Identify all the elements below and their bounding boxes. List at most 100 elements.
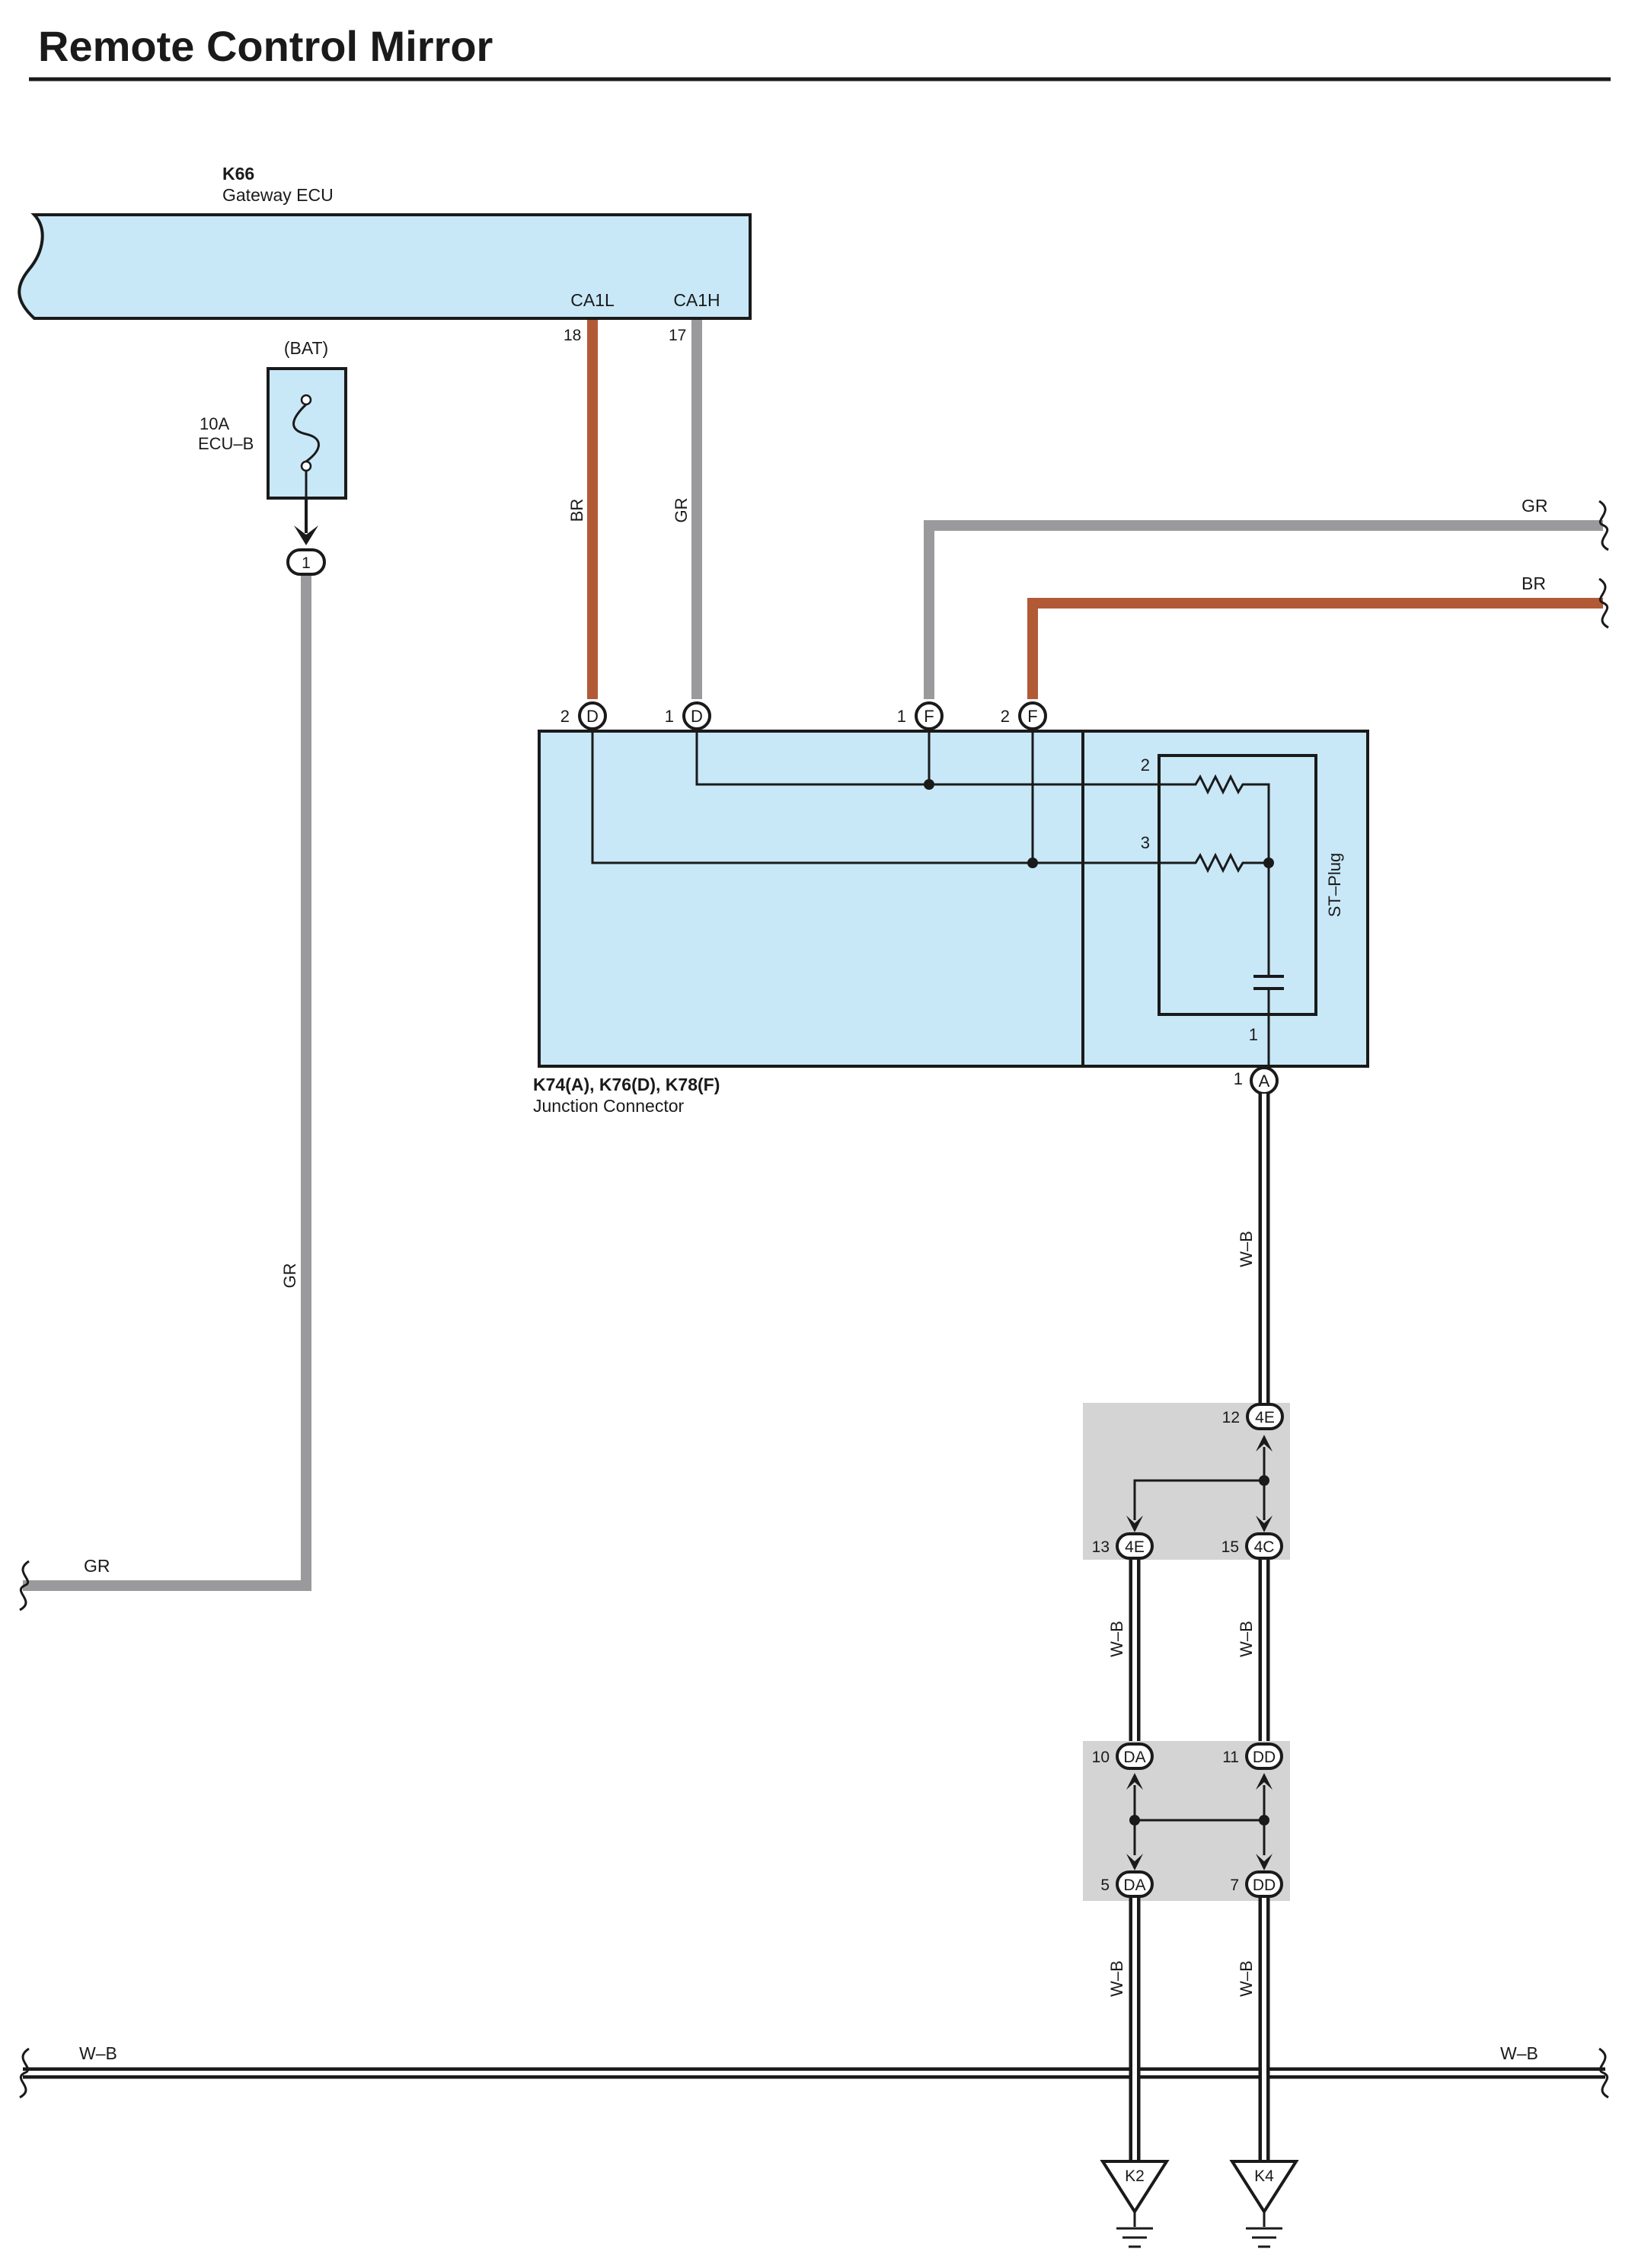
st-plug-pin-1: 1 xyxy=(1249,1025,1258,1044)
junction-pin-1-a: A 1 xyxy=(1234,1066,1279,1095)
arrow-down-icon xyxy=(1126,1854,1143,1870)
ecu-pin-ca1h: CA1H xyxy=(673,290,720,310)
junction-internal-wiring xyxy=(591,729,1270,1066)
junction-code: K74(A), K76(D), K78(F) xyxy=(533,1075,720,1094)
wire-label-wb-main: W–B xyxy=(1237,1231,1256,1267)
wire-br-right xyxy=(1027,598,1603,699)
fuse-connector-pin: 1 xyxy=(302,554,311,572)
junction-pin-1-f: F 1 xyxy=(897,701,944,730)
splice-dot xyxy=(1027,858,1038,868)
svg-text:DA: DA xyxy=(1123,1877,1145,1894)
fuse-source: (BAT) xyxy=(284,338,328,358)
wire-label-wb-ground-right: W–B xyxy=(1237,1960,1256,1997)
gateway-ecu-box xyxy=(18,213,752,320)
page-title: Remote Control Mirror xyxy=(38,22,493,70)
junction-pin-2-d: D 2 xyxy=(560,701,607,730)
connector-da-top: DA 10 xyxy=(1092,1743,1154,1770)
wire-gr-fuse xyxy=(23,573,311,1591)
arrow-down-icon xyxy=(1126,1516,1143,1532)
svg-text:F: F xyxy=(924,707,934,726)
arrow-up-icon xyxy=(1256,1773,1273,1790)
wire-label-wb-ground-left: W–B xyxy=(1107,1960,1126,1997)
break-mark-wb-right xyxy=(1598,2047,1609,2099)
svg-text:DA: DA xyxy=(1123,1749,1145,1766)
svg-text:2: 2 xyxy=(1001,707,1010,726)
connector-4e-bottom: 4E 13 xyxy=(1092,1532,1154,1560)
connector-4e-top: 4E 12 xyxy=(1222,1403,1284,1430)
svg-text:4E: 4E xyxy=(1125,1538,1145,1556)
svg-text:D: D xyxy=(691,707,703,726)
connector-dd-top: DD 11 xyxy=(1222,1743,1283,1770)
svg-text:11: 11 xyxy=(1222,1749,1239,1766)
splice-dot xyxy=(1259,1475,1269,1486)
wire-label-br-right: BR xyxy=(1522,573,1546,593)
svg-text:F: F xyxy=(1027,707,1037,726)
svg-text:1: 1 xyxy=(665,707,674,726)
wire-gr-right xyxy=(924,520,1603,699)
wire-label-wb-right-mid: W–B xyxy=(1237,1621,1256,1657)
svg-text:DD: DD xyxy=(1253,1749,1276,1766)
ecu-pin-num-18: 18 xyxy=(564,327,581,344)
st-plug-pin-2: 2 xyxy=(1141,755,1150,775)
fuse-connector xyxy=(286,548,326,576)
junction-connector-box xyxy=(538,730,1369,1068)
ground-label-k4: K4 xyxy=(1254,2167,1274,2185)
svg-text:4E: 4E xyxy=(1255,1409,1275,1426)
fuse-terminal-top xyxy=(300,394,312,406)
svg-text:13: 13 xyxy=(1092,1538,1110,1556)
break-mark-gr-right xyxy=(1598,500,1609,551)
junction-pin-2-f: F 2 xyxy=(1001,701,1047,730)
svg-text:5: 5 xyxy=(1100,1877,1110,1894)
splice-dot xyxy=(1263,858,1274,868)
wire-label-wb-bus-right: W–B xyxy=(1500,2043,1538,2063)
arrow-down-icon xyxy=(1256,1854,1273,1870)
splice-dot xyxy=(1129,1815,1140,1826)
svg-text:A: A xyxy=(1259,1072,1270,1091)
wire-label-wb-left-mid: W–B xyxy=(1107,1621,1126,1657)
connector-da-bottom: DA 5 xyxy=(1100,1870,1154,1898)
break-mark-wb-left xyxy=(19,2047,30,2099)
ecu-pin-ca1l: CA1L xyxy=(570,290,615,310)
st-plug-box xyxy=(1158,754,1317,1016)
connector-dd-bottom: DD 7 xyxy=(1230,1870,1283,1898)
svg-text:DD: DD xyxy=(1253,1877,1276,1894)
ground-k2: K2 xyxy=(1100,2160,1170,2248)
arrow-up-icon xyxy=(1256,1435,1273,1452)
splice-dot xyxy=(924,779,934,790)
junction-pin-1-d: D 1 xyxy=(665,701,711,730)
ecu-pin-num-17: 17 xyxy=(669,327,686,344)
svg-text:1: 1 xyxy=(1234,1069,1243,1088)
wire-label-gr-vertical: GR xyxy=(672,498,691,523)
st-plug-pin-3: 3 xyxy=(1141,833,1150,852)
break-mark-gr-left xyxy=(19,1560,30,1612)
svg-text:15: 15 xyxy=(1221,1538,1239,1556)
svg-text:4C: 4C xyxy=(1254,1538,1275,1556)
arrow-up-icon xyxy=(1126,1773,1143,1790)
wire-label-gr-fuse: GR xyxy=(280,1263,299,1289)
st-plug-label: ST–Plug xyxy=(1325,853,1344,917)
svg-text:D: D xyxy=(586,707,599,726)
break-mark-br-right xyxy=(1598,577,1609,629)
connector-4c: 4C 15 xyxy=(1221,1532,1283,1560)
fuse-element-icon xyxy=(292,403,320,463)
fuse-arrow-icon xyxy=(294,525,318,545)
ground-label-k2: K2 xyxy=(1125,2167,1145,2185)
fuse-name: ECU–B xyxy=(198,434,254,453)
svg-text:2: 2 xyxy=(560,707,570,726)
wire-label-gr-left: GR xyxy=(84,1556,110,1576)
ecu-code: K66 xyxy=(222,164,254,184)
svg-text:10: 10 xyxy=(1092,1749,1110,1766)
svg-text:7: 7 xyxy=(1230,1877,1239,1894)
ecu-name: Gateway ECU xyxy=(222,185,334,205)
junction-name: Junction Connector xyxy=(533,1096,685,1116)
wire-label-gr-right: GR xyxy=(1522,496,1548,516)
wire-label-br-vertical: BR xyxy=(567,499,586,522)
ground-k4: K4 xyxy=(1229,2160,1299,2248)
fuse-rating: 10A xyxy=(200,414,229,433)
fuse-terminal-bottom xyxy=(300,460,312,472)
splice-dot xyxy=(1259,1815,1269,1826)
svg-text:1: 1 xyxy=(897,707,906,726)
arrow-down-icon xyxy=(1256,1516,1273,1532)
svg-text:12: 12 xyxy=(1222,1409,1240,1426)
